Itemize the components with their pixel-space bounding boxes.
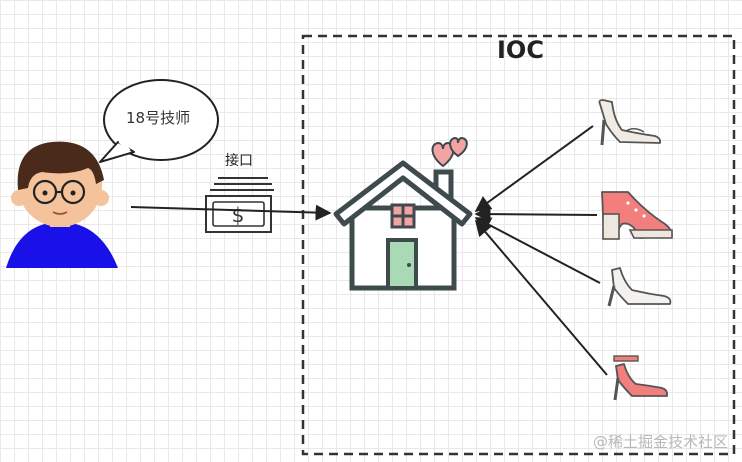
ioc-container xyxy=(301,34,736,456)
ioc-title: IOC xyxy=(497,36,544,64)
arrow-shoe4-to-house xyxy=(474,219,608,376)
arrow-shoe1-to-house xyxy=(474,125,594,212)
svg-text:$: $ xyxy=(232,203,245,227)
interface-label: 接口 xyxy=(225,153,253,169)
arrow-shoe3-to-house xyxy=(474,217,601,284)
arrow-person-to-house xyxy=(130,204,332,221)
speech-bubble-text: 18号技师 xyxy=(126,109,191,127)
house-icon xyxy=(333,160,473,291)
arrow-shoe2-to-house xyxy=(474,206,598,223)
shoe-icon-3 xyxy=(607,267,672,307)
watermark: @稀土掘金技术社区 xyxy=(592,433,728,451)
speech-bubble-icon xyxy=(99,79,219,163)
shoe-icon-4 xyxy=(613,355,669,401)
person-icon xyxy=(6,141,118,268)
hearts-icon xyxy=(431,136,468,168)
shoe-icon-2 xyxy=(601,191,673,240)
money-icon: $ xyxy=(205,177,274,233)
shoe-icon-1 xyxy=(598,99,662,146)
